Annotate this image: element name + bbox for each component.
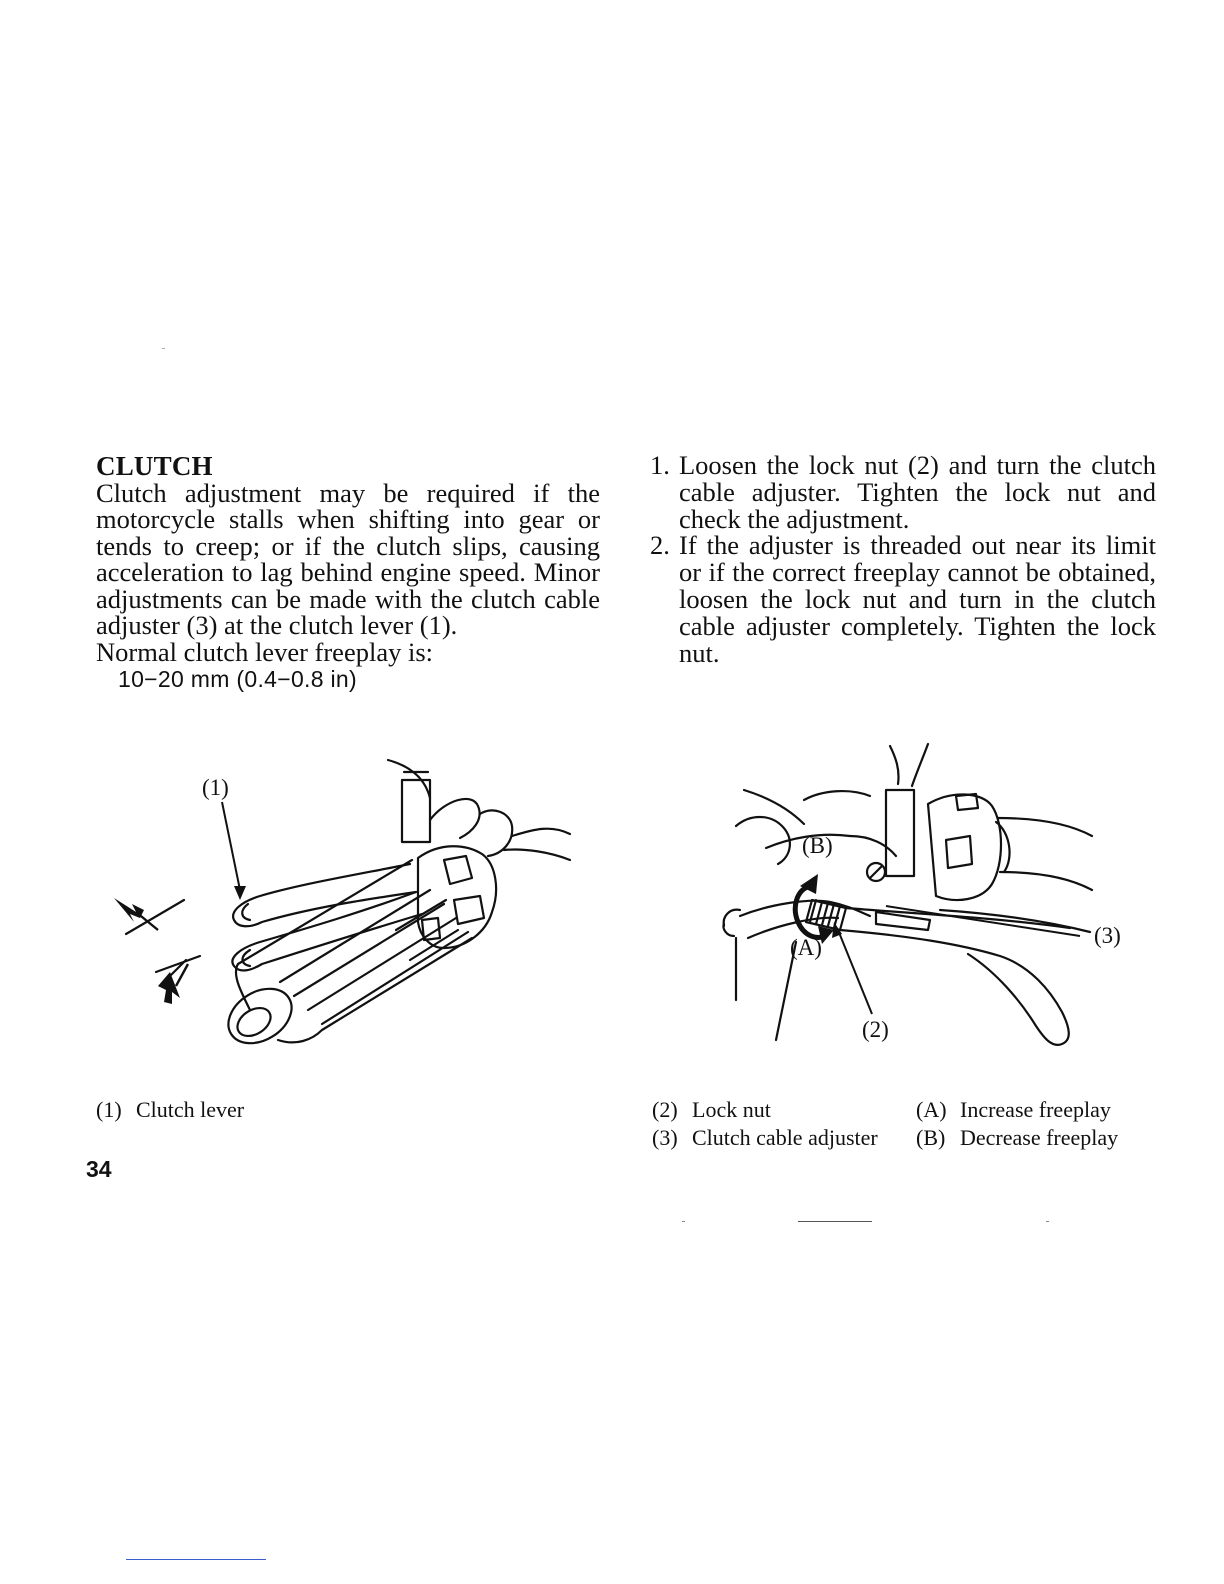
caption-text: Clutch lever <box>136 1097 245 1122</box>
caption-key: (B) <box>916 1125 946 1150</box>
callout-clutch-lever: (1) <box>202 775 229 800</box>
cable-adjuster-illustration: (B) (A) (2) (3) <box>700 740 1140 1060</box>
adjustment-steps: 1. Loosen the lock nut (2) and turn the … <box>650 452 1156 666</box>
clutch-section: CLUTCH Clutch adjustment may be required… <box>96 452 600 693</box>
caption-text: Decrease freeplay <box>960 1125 1119 1150</box>
caption-key: (3) <box>652 1125 678 1150</box>
caption-cable-adjuster: (3) Clutch cable adjuster <box>652 1124 878 1152</box>
step-number: 1. <box>650 450 670 480</box>
clutch-lever-illustration: (1) <box>100 750 590 1060</box>
callout-lock-nut: (2) <box>862 1017 889 1042</box>
caption-key: (A) <box>916 1097 947 1122</box>
caption-decrease-freeplay: (B) Decrease freeplay <box>916 1124 1118 1152</box>
caption-lock-nut: (2) Lock nut <box>652 1096 771 1124</box>
scan-artifact-dot <box>162 348 165 349</box>
scan-artifact-line <box>126 1559 266 1560</box>
clutch-lever-drawing <box>114 758 572 1045</box>
freeplay-spec-label: Normal clutch lever freeplay is: <box>96 637 433 668</box>
caption-text: Clutch cable adjuster <box>692 1125 878 1150</box>
cable-adjuster-drawing <box>722 742 1094 1046</box>
step-item: 2. If the adjuster is threaded out near … <box>650 532 1156 666</box>
scan-artifact-line <box>798 1221 872 1222</box>
steps-list: 1. Loosen the lock nut (2) and turn the … <box>650 452 1156 666</box>
freeplay-spec-value: 10−20 mm (0.4−0.8 in) <box>118 666 357 693</box>
callout-cable-adjuster: (3) <box>1094 923 1121 948</box>
step-number: 2. <box>650 530 670 561</box>
clutch-intro-paragraph: Clutch adjustment may be required if the… <box>96 478 600 641</box>
step-text: If the adjuster is threaded out near its… <box>679 530 1156 668</box>
step-text: Loosen the lock nut (2) and turn the clu… <box>679 450 1156 534</box>
caption-text: Increase freeplay <box>960 1097 1111 1122</box>
step-item: 1. Loosen the lock nut (2) and turn the … <box>650 452 1156 532</box>
scan-artifact-dot <box>682 1221 685 1222</box>
caption-clutch-lever: (1) Clutch lever <box>96 1096 244 1124</box>
callout-decrease-freeplay: (B) <box>802 833 833 858</box>
page-number: 34 <box>86 1156 112 1182</box>
scan-artifact-dot <box>1046 1221 1049 1222</box>
caption-increase-freeplay: (A) Increase freeplay <box>916 1096 1111 1124</box>
section-heading: CLUTCH <box>96 451 213 481</box>
caption-key: (2) <box>652 1097 678 1122</box>
caption-key: (1) <box>96 1097 122 1122</box>
callout-increase-freeplay: (A) <box>790 935 822 960</box>
caption-text: Lock nut <box>692 1097 771 1122</box>
